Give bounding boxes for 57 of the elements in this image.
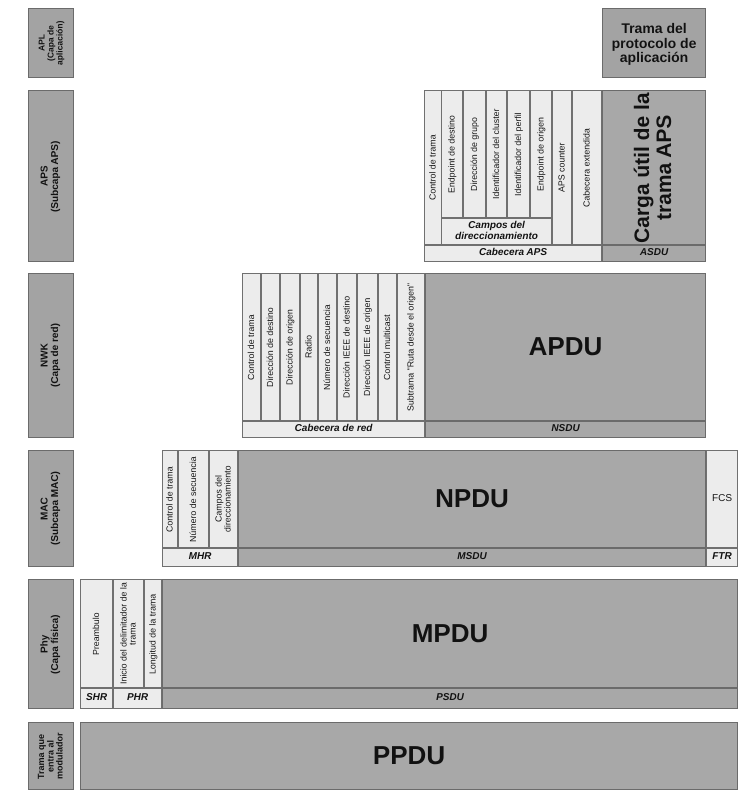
payload-band: ASDU — [602, 245, 706, 262]
header-field-cell: APS counter — [552, 90, 572, 245]
header-field-cell: Control de trama — [242, 273, 261, 421]
header-field-cell: Radio — [300, 273, 318, 421]
header-field-cell: Dirección de origen — [280, 273, 300, 421]
header-field-cell: Cabecera extendida — [572, 90, 602, 245]
header-field-cell: Control multicast — [378, 273, 397, 421]
payload-block: NPDU — [238, 450, 706, 548]
layer-name: NWK — [40, 344, 50, 368]
header-field-cell: Número de secuencia — [318, 273, 337, 421]
header-field-cell: Número de secuencia — [178, 450, 209, 548]
header-field-cell: Endpoint de origen — [530, 90, 552, 218]
header-field-cell: Identificador del cluster — [486, 90, 507, 218]
payload-block: APDU — [425, 273, 706, 421]
header-field-cell: Campos del direccionamiento — [209, 450, 238, 548]
header-band: PHR — [113, 688, 162, 709]
layer-name: APL — [38, 34, 47, 52]
payload-block: Carga útil de la trama APS — [602, 90, 706, 245]
header-field-cell: Dirección IEEE de destino — [337, 273, 357, 421]
layer-label-box — [28, 8, 74, 78]
layer-label-box: Trama que entra al modulador — [28, 722, 74, 790]
payload-band: NSDU — [425, 421, 706, 438]
payload-block: PPDU — [80, 722, 738, 790]
header-field-cell: Dirección IEEE de origen — [357, 273, 378, 421]
checksum-field-cell: FCS — [706, 450, 738, 548]
header-field-cell: Dirección de grupo — [463, 90, 486, 218]
header-field-cell: Identificador del perfil — [507, 90, 530, 218]
payload-band: MSDU — [238, 548, 706, 567]
header-field-cell: Subtrama "Ruta desde el origen" — [397, 273, 425, 421]
header-field-cell: Longitud de la trama — [144, 579, 162, 688]
payload-band: PSDU — [162, 688, 738, 709]
layer-label-box — [28, 90, 74, 262]
header-band: FTR — [706, 548, 738, 567]
header-band: Campos del direccionamiento — [441, 218, 552, 245]
layer-name: Phy — [40, 634, 50, 654]
header-field-cell: Preambulo — [80, 579, 113, 688]
header-band: MHR — [162, 548, 238, 567]
header-field-cell: Endpoint de destino — [441, 90, 463, 218]
layer-description: (Capa de aplicación) — [46, 20, 64, 68]
layer-description: (Capa de red) — [51, 324, 62, 388]
header-field-cell: Inicio del delimitador de la trama — [113, 579, 144, 688]
header-field-cell: Dirección de destino — [261, 273, 280, 421]
header-band: Cabecera de red — [242, 421, 425, 438]
layer-label-box — [28, 450, 74, 567]
layer-label-box — [28, 273, 74, 438]
layer-name: MAC — [40, 497, 50, 520]
layer-label-box — [28, 579, 74, 709]
layer-description: (Capa física) — [51, 614, 62, 674]
application-frame-box: Trama del protocolo de aplicación — [602, 8, 706, 78]
header-band: Cabecera APS — [424, 245, 602, 262]
header-field-cell: Control de trama — [424, 90, 442, 245]
layer-description: (Subcapa APS) — [51, 140, 62, 212]
payload-block: MPDU — [162, 579, 738, 688]
layer-name: APS — [40, 166, 50, 186]
header-field-cell: Control de trama — [162, 450, 178, 548]
header-band: SHR — [80, 688, 113, 709]
layer-description: (Subcapa MAC) — [51, 472, 62, 546]
